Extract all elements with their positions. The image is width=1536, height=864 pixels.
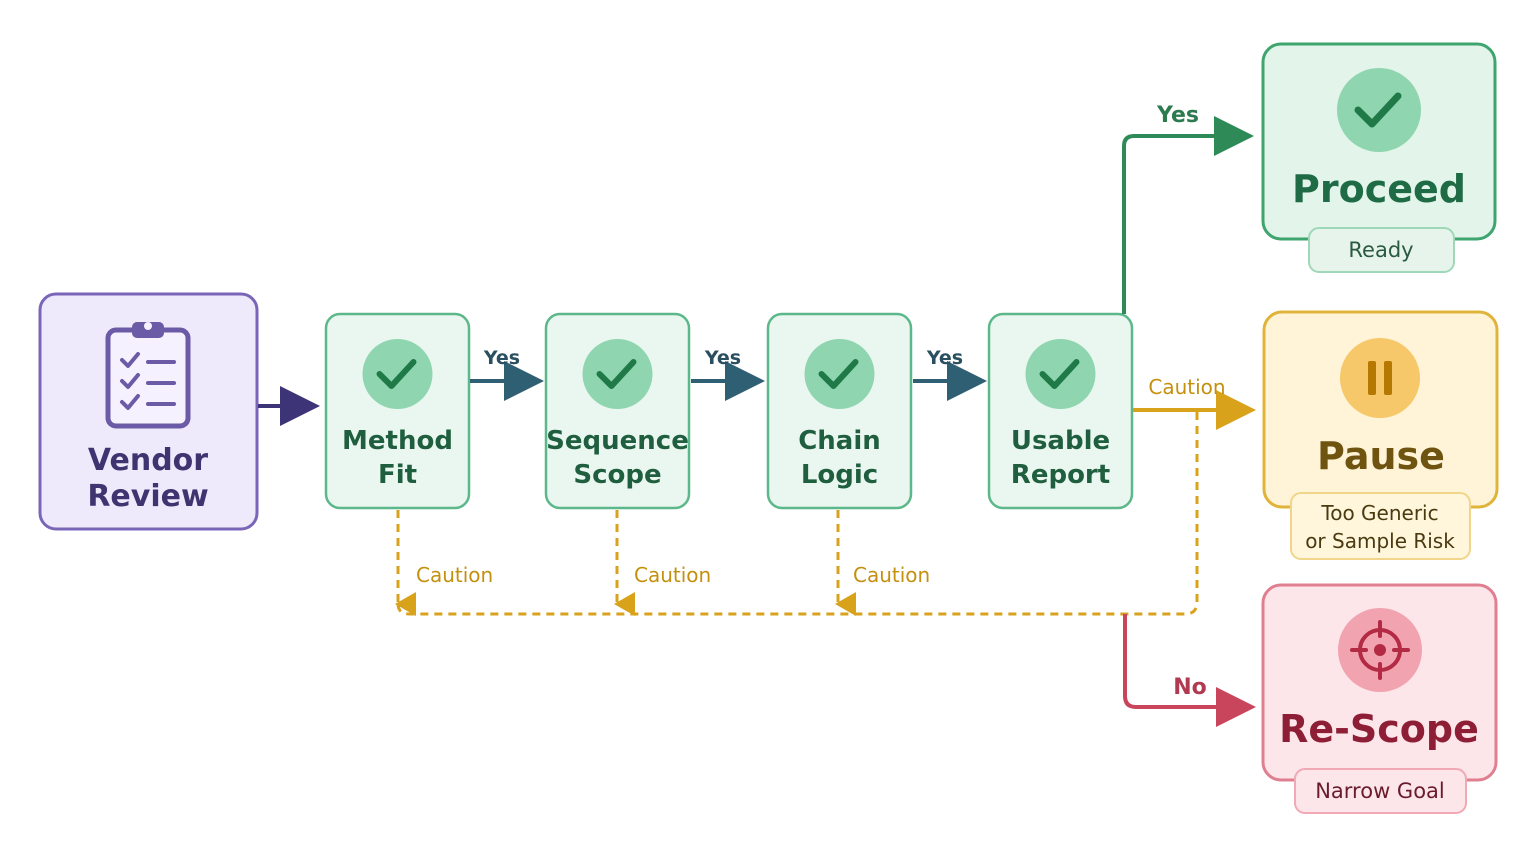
check-node-label-line2: Logic bbox=[801, 460, 878, 490]
caution-dashed-paths bbox=[395, 412, 1199, 616]
edge-label-caution-pause: Caution bbox=[1148, 375, 1225, 399]
proceed-node: Proceed Ready bbox=[1261, 42, 1497, 273]
check-node-label-line2: Scope bbox=[573, 460, 661, 490]
vendor-review-label-line1: Vendor bbox=[88, 443, 208, 478]
edge-label-caution-3: Caution bbox=[853, 563, 930, 587]
clipboard-checklist-icon bbox=[105, 322, 191, 429]
check-icon bbox=[1337, 68, 1421, 152]
check-node-label-line2: Fit bbox=[378, 460, 417, 490]
edge-label-yes-2: Yes bbox=[704, 347, 741, 369]
pause-node: Pause Too Generic or Sample Risk bbox=[1262, 310, 1499, 560]
edge-label-yes-1: Yes bbox=[483, 347, 520, 369]
rescope-title: Re-Scope bbox=[1279, 707, 1479, 751]
pause-tag bbox=[1290, 492, 1471, 560]
check-icon bbox=[1025, 339, 1096, 409]
rescope-node: Re-Scope Narrow Goal bbox=[1261, 583, 1498, 814]
check-icon bbox=[582, 339, 653, 409]
check-node-label-line1: Method bbox=[342, 426, 453, 456]
edge-label-yes-proceed: Yes bbox=[1156, 103, 1199, 128]
edge-label-caution-2: Caution bbox=[634, 563, 711, 587]
rescope-tag bbox=[1294, 768, 1467, 814]
arrow-usable-to-proceed bbox=[1122, 116, 1254, 314]
check-node-label-line1: Usable bbox=[1011, 426, 1110, 456]
proceed-tag-label: Ready bbox=[1348, 238, 1413, 262]
edge-label-caution-1: Caution bbox=[416, 563, 493, 587]
proceed-tag bbox=[1308, 227, 1455, 273]
pause-icon bbox=[1340, 338, 1420, 418]
rescope-tag-label: Narrow Goal bbox=[1315, 779, 1445, 803]
check-node-label-line2: Report bbox=[1011, 460, 1110, 490]
arrow-to-rescope bbox=[1123, 614, 1256, 727]
vendor-review-node: Vendor Review bbox=[38, 292, 259, 531]
check-node-label-line1: Chain bbox=[798, 426, 881, 456]
proceed-title: Proceed bbox=[1292, 167, 1466, 211]
pause-tag-line1: Too Generic bbox=[1320, 501, 1438, 525]
edge-label-no: No bbox=[1173, 675, 1207, 700]
check-icon bbox=[804, 339, 875, 409]
crosshair-target-icon bbox=[1338, 608, 1422, 692]
check-node-label-line1: Sequence bbox=[546, 426, 689, 456]
pause-title: Pause bbox=[1317, 434, 1445, 478]
pause-tag-line2: or Sample Risk bbox=[1305, 529, 1455, 553]
vendor-review-label-line2: Review bbox=[87, 479, 208, 514]
check-icon bbox=[362, 339, 433, 409]
edge-label-yes-3: Yes bbox=[926, 347, 963, 369]
